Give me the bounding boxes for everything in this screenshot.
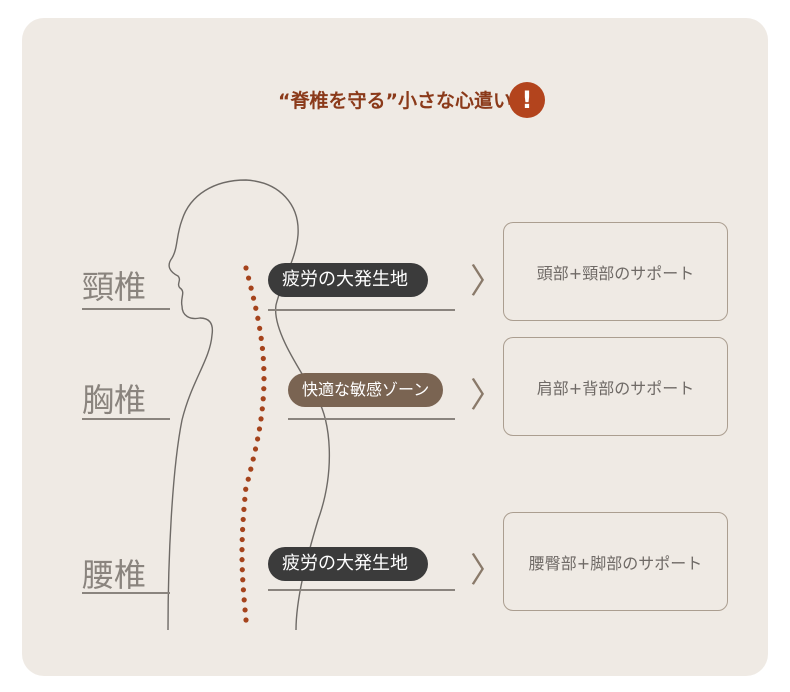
spine-dot (240, 516, 246, 523)
divider (268, 589, 455, 591)
spine-dot (259, 345, 266, 352)
spine-dot (243, 265, 249, 271)
divider (82, 418, 170, 420)
spine-dot (256, 426, 263, 432)
support-box-cervical: 頭部+頸部のサポート (503, 222, 728, 321)
support-box-lumbar: 腰臀部+脚部のサポート (503, 512, 728, 611)
spine-dot (243, 617, 249, 623)
spine-dot (239, 536, 245, 543)
chevron-right-icon: 〉 (470, 262, 504, 302)
spine-dot (260, 355, 266, 362)
support-box-thoracic: 肩部+背部のサポート (503, 337, 728, 436)
spine-dot (248, 466, 254, 472)
support-text: 肩部+背部のサポート (536, 378, 695, 398)
spine-dot (241, 597, 247, 603)
spine-dot (261, 386, 267, 392)
divider (82, 308, 170, 310)
spine-dot (255, 315, 261, 321)
support-text: 頭部+頸部のサポート (536, 263, 695, 283)
spine-dots (239, 265, 267, 623)
spine-dot (258, 335, 264, 341)
spine-dot (253, 305, 259, 311)
support-text: 腰臀部+脚部のサポート (528, 553, 703, 573)
spine-dot (260, 396, 266, 402)
tag-cervical: 疲労の大発生地 (268, 263, 428, 297)
spine-dot (239, 557, 245, 563)
spine-dot (240, 577, 246, 583)
divider (288, 418, 455, 420)
divider (82, 592, 170, 594)
exclamation-icon: ! (509, 82, 545, 118)
chevron-right-icon: 〉 (470, 551, 504, 591)
spine-dot (250, 456, 256, 462)
spine-dot (261, 376, 267, 382)
spine-dot (240, 587, 246, 593)
region-label-lumbar: 腰椎 (82, 556, 147, 594)
region-label-thoracic: 胸椎 (82, 381, 147, 419)
spine-dot (245, 275, 252, 281)
spine-dot (258, 416, 264, 422)
page-title: “脊椎を守る”小さな心遣い (278, 90, 512, 112)
spine-dot (248, 285, 254, 291)
spine-dot (254, 436, 261, 442)
region-label-cervical: 頸椎 (82, 268, 147, 306)
spine-dot (259, 406, 265, 412)
spine-dot (242, 496, 248, 502)
divider (268, 309, 455, 311)
spine-dot (245, 476, 251, 482)
spine-dot (243, 486, 249, 492)
spine-dot (239, 567, 245, 573)
spine-dot (242, 607, 248, 613)
tag-lumbar: 疲労の大発生地 (268, 547, 428, 581)
chevron-right-icon: 〉 (470, 376, 504, 416)
spine-dot (241, 506, 247, 512)
spine-dot (252, 446, 259, 452)
spine-dot (250, 295, 257, 301)
tag-thoracic: 快適な敏感ゾーン (288, 373, 443, 407)
spine-dot (239, 547, 245, 553)
spine-dot (261, 365, 267, 372)
spine-dot (240, 526, 246, 533)
spine-dot (257, 325, 263, 331)
